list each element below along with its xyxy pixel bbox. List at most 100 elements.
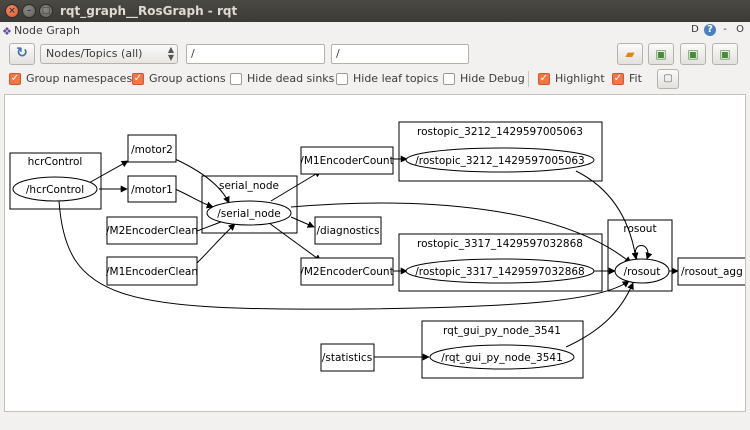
window-maximize-button[interactable]: □: [39, 4, 53, 18]
plugin-header: ❖ Node Graph D ? - O: [0, 22, 750, 40]
window-titlebar: × – □ rqt_graph__RosGraph - rqt: [0, 0, 750, 22]
edge-serial-rosout: [290, 202, 632, 264]
topic-m2encodercount[interactable]: [300, 257, 394, 286]
topic-m2encoderclean[interactable]: [106, 216, 198, 245]
group-label: hcrControl: [28, 156, 83, 168]
group-label: rqt_gui_py_node_3541: [443, 325, 561, 337]
plugin-controls: D ? - O: [689, 24, 746, 36]
topic-m1encodercount[interactable]: [300, 146, 394, 175]
topic-label: /M2EncoderCount: [300, 266, 393, 278]
checkbox[interactable]: ✓: [9, 72, 21, 85]
option-hide-debug[interactable]: Hide Debug: [443, 72, 525, 85]
fit-view-button[interactable]: ▢: [657, 69, 679, 89]
help-icon[interactable]: ?: [704, 24, 716, 36]
close-plugin-button[interactable]: O: [736, 24, 744, 35]
checkbox[interactable]: ✓: [538, 72, 550, 85]
topic-label: /motor2: [131, 144, 173, 156]
group-rostopic-3317[interactable]: [398, 233, 603, 292]
group-hcrcontrol[interactable]: [9, 152, 102, 210]
save-image-icon: ▣: [719, 47, 731, 61]
checkbox[interactable]: ✓: [132, 72, 144, 85]
refresh-button[interactable]: ↻: [9, 43, 35, 65]
window-title: rqt_graph__RosGraph - rqt: [60, 4, 238, 18]
node-serial-node[interactable]: [206, 200, 292, 226]
namespace-filter-input[interactable]: /: [186, 44, 325, 64]
dock-button[interactable]: D: [691, 24, 699, 35]
option-hide-dead-sinks[interactable]: Hide dead sinks: [230, 72, 334, 85]
minimize-plugin-button[interactable]: -: [723, 24, 727, 35]
node-rostopic-3317[interactable]: [405, 258, 595, 284]
edge-rosout-self: [634, 245, 653, 260]
save-dot-icon: ▣: [655, 47, 667, 61]
graph-mode-value: Nodes/Topics (all): [46, 47, 143, 60]
group-label: serial_node: [219, 180, 279, 192]
edge-motor2-serial: [174, 158, 230, 204]
topic-rosout-agg[interactable]: [677, 257, 746, 286]
node-label: /rostopic_3317_1429597032868: [415, 266, 584, 278]
graph-toolbar: ↻ Nodes/Topics (all) ▲▼ / / ▰ ▣ ▣ ▣: [0, 42, 750, 66]
divider: [528, 71, 529, 87]
topic-motor1[interactable]: [127, 175, 177, 203]
window-minimize-button[interactable]: –: [22, 4, 36, 18]
topic-diagnostics[interactable]: [314, 216, 382, 245]
node-hcrcontrol[interactable]: [12, 176, 98, 202]
refresh-icon: ↻: [16, 45, 28, 61]
group-label: rosout: [623, 223, 656, 235]
save-svg-icon: ▣: [687, 47, 699, 61]
group-rostopic-3212[interactable]: [398, 121, 603, 182]
topic-label: /statistics: [322, 352, 372, 364]
node-rostopic-3212[interactable]: [405, 147, 595, 173]
graph-canvas[interactable]: hcrControl serial_node rostopic_3212_142…: [4, 94, 746, 412]
option-label: Group actions: [149, 72, 226, 85]
group-rqt-gui[interactable]: [421, 320, 584, 379]
ros-graph[interactable]: hcrControl serial_node rostopic_3212_142…: [5, 95, 746, 412]
plugin-title: Node Graph: [14, 24, 80, 37]
topic-filter-input[interactable]: /: [331, 44, 469, 64]
graph-mode-select[interactable]: Nodes/Topics (all) ▲▼: [40, 44, 178, 64]
option-label: Hide dead sinks: [247, 72, 335, 85]
graph-options-bar: ✓Group namespaces ✓Group actions Hide de…: [0, 68, 750, 90]
option-group-actions[interactable]: ✓ Group actions: [132, 72, 226, 85]
node-label: /serial_node: [217, 208, 281, 220]
option-label: Group namespaces: [26, 72, 133, 85]
option-hide-leaf-topics[interactable]: Hide leaf topics: [336, 72, 438, 85]
topic-m1encoderclean[interactable]: [106, 256, 198, 286]
topic-label: /M1EncoderCount: [300, 155, 393, 167]
checkbox[interactable]: [336, 72, 348, 85]
topic-label: /rosout_agg: [681, 266, 743, 278]
node-rosout[interactable]: [614, 258, 670, 284]
node-label: /rosout: [624, 266, 661, 278]
save-dot-button[interactable]: ▣: [648, 43, 674, 65]
save-image-button[interactable]: ▣: [712, 43, 738, 65]
window-close-button[interactable]: ×: [5, 4, 19, 18]
checkbox[interactable]: [230, 72, 242, 85]
topic-motor2[interactable]: [127, 134, 177, 163]
option-highlight[interactable]: ✓Highlight: [538, 72, 605, 85]
save-svg-button[interactable]: ▣: [680, 43, 706, 65]
topic-label: /motor1: [131, 184, 173, 196]
edge-hcr-motor2: [86, 160, 129, 185]
topic-label: /M2EncoderClean: [106, 225, 198, 237]
checkbox[interactable]: [443, 72, 455, 85]
fit-icon: ▢: [663, 73, 673, 84]
option-label: Hide leaf topics: [353, 72, 439, 85]
topic-statistics[interactable]: [320, 343, 375, 372]
node-labels: /hcrControl /serial_node /rostopic_3212_…: [26, 155, 660, 364]
group-labels: hcrControl serial_node rostopic_3212_142…: [28, 126, 657, 337]
group-rosout[interactable]: [607, 219, 673, 292]
graph-nodes: [12, 147, 670, 370]
option-label: Hide Debug: [460, 72, 525, 85]
checkbox[interactable]: ✓: [612, 72, 624, 85]
node-rqt-gui[interactable]: [429, 344, 575, 370]
open-file-button[interactable]: ▰: [617, 43, 643, 65]
option-fit[interactable]: ✓Fit: [612, 72, 642, 85]
edge-m1clean-serial: [196, 223, 236, 264]
node-label: /rqt_gui_py_node_3541: [441, 352, 563, 364]
folder-icon: ▰: [625, 47, 635, 61]
group-serial-node[interactable]: [201, 175, 298, 234]
edge-serial-diagnostics: [290, 216, 315, 228]
node-label: /hcrControl: [26, 184, 84, 196]
option-group-namespaces[interactable]: ✓ Group namespaces: [9, 72, 132, 85]
edge-hcr-rosout: [58, 200, 630, 310]
edge-serial-m1count: [270, 170, 322, 202]
